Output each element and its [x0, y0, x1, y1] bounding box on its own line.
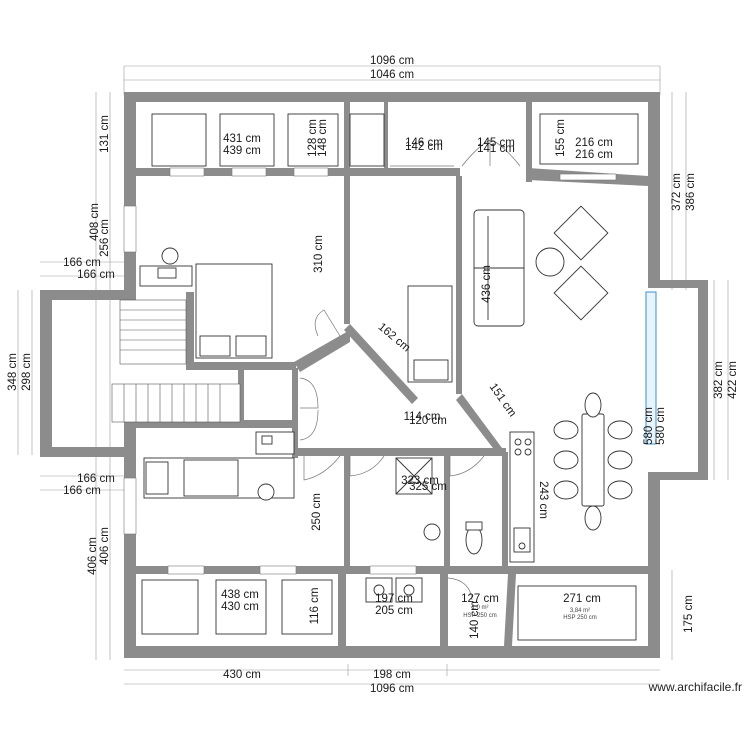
dim-room-580a: 580 cm [643, 407, 655, 445]
dim-room-431: 431 cm [223, 133, 261, 145]
hall-doors [299, 377, 485, 481]
dim-room-436: 436 cm [481, 265, 493, 303]
dim-right-386: 386 cm [685, 173, 697, 211]
dim-left-298: 298 cm [21, 353, 33, 391]
dim-left-166d: 166 cm [63, 485, 101, 497]
dim-room-162: 162 cm [376, 321, 413, 354]
dim-right-372: 372 cm [671, 173, 683, 211]
dim-bottom-mid: 198 cm [373, 669, 411, 681]
dimension-lines [17, 65, 729, 685]
dim-room-140: 140 cm [469, 601, 481, 639]
windows [123, 167, 657, 575]
dim-room-146: 146 cm [405, 137, 443, 149]
dim-room-323: 323 cm [401, 475, 439, 487]
dim-room-325: 325 cm [409, 481, 447, 493]
area-label-b: 3,84 m² [570, 608, 590, 614]
wardrobes-bottom [141, 577, 637, 641]
dim-room-127: 127 cm [461, 593, 499, 605]
dim-top-outer: 1096 cm [370, 55, 414, 67]
area-label-a-sub: HSP 250 cm [463, 613, 497, 619]
bedroom-3 [143, 431, 295, 501]
dim-room-145: 145 cm [477, 137, 515, 149]
dim-room-142: 142 cm [405, 141, 443, 153]
wardrobes-top [151, 113, 639, 167]
dim-room-580b: 580 cm [655, 407, 667, 445]
dim-room-114: 114 cm [404, 411, 441, 423]
dim-room-430: 430 cm [221, 601, 259, 613]
dim-room-250: 250 cm [311, 493, 323, 531]
dim-room-116: 116 cm [309, 588, 321, 625]
dim-room-438: 438 cm [221, 589, 259, 601]
dim-bottom-left: 430 cm [223, 669, 261, 681]
dim-room-216b: 216 cm [575, 149, 613, 161]
dim-room-216a: 216 cm [575, 137, 613, 149]
dim-bottom-total: 1096 cm [370, 683, 414, 695]
area-label-b-sub: HSP 250 cm [563, 615, 597, 621]
dim-room-128: 128 cm [307, 119, 319, 157]
dim-room-243: 243 cm [537, 481, 549, 519]
dim-left-406b: 406 cm [99, 527, 111, 565]
dim-room-310: 310 cm [313, 235, 325, 273]
dim-left-166b: 166 cm [77, 269, 115, 281]
dim-room-271: 271 cm [563, 593, 601, 605]
dim-room-120: 120 cm [409, 415, 447, 427]
dim-left-408: 408 cm [89, 203, 101, 241]
dim-room-148: 148 cm [317, 119, 329, 157]
watermark: www.archifacile.fr [648, 680, 742, 694]
dim-top-inner: 1046 cm [370, 69, 414, 81]
dim-left-166a: 166 cm [63, 257, 101, 269]
dim-right-382: 382 cm [713, 361, 725, 399]
bedroom-1 [139, 247, 341, 359]
dim-room-197: 197 cm [375, 593, 413, 605]
dim-left-131: 131 cm [99, 115, 111, 153]
dim-right-175: 175 cm [683, 595, 695, 633]
dim-left-166c: 166 cm [77, 473, 115, 485]
area-label-a: 1,0 m² [471, 605, 488, 611]
bathrooms [395, 457, 483, 555]
dim-right-422: 422 cm [727, 361, 739, 399]
dim-left-256: 256 cm [99, 219, 111, 257]
stairs [111, 299, 241, 423]
dim-left-348: 348 cm [7, 353, 19, 391]
dim-room-205: 205 cm [375, 605, 413, 617]
living-room [473, 205, 633, 563]
dim-room-151: 151 cm [487, 381, 518, 419]
dim-room-155: 155 cm [555, 119, 567, 157]
dim-room-439: 439 cm [223, 145, 261, 157]
bedroom-2 [407, 285, 453, 383]
dim-room-141: 141 cm [477, 143, 515, 155]
dim-left-406a: 406 cm [87, 537, 99, 575]
